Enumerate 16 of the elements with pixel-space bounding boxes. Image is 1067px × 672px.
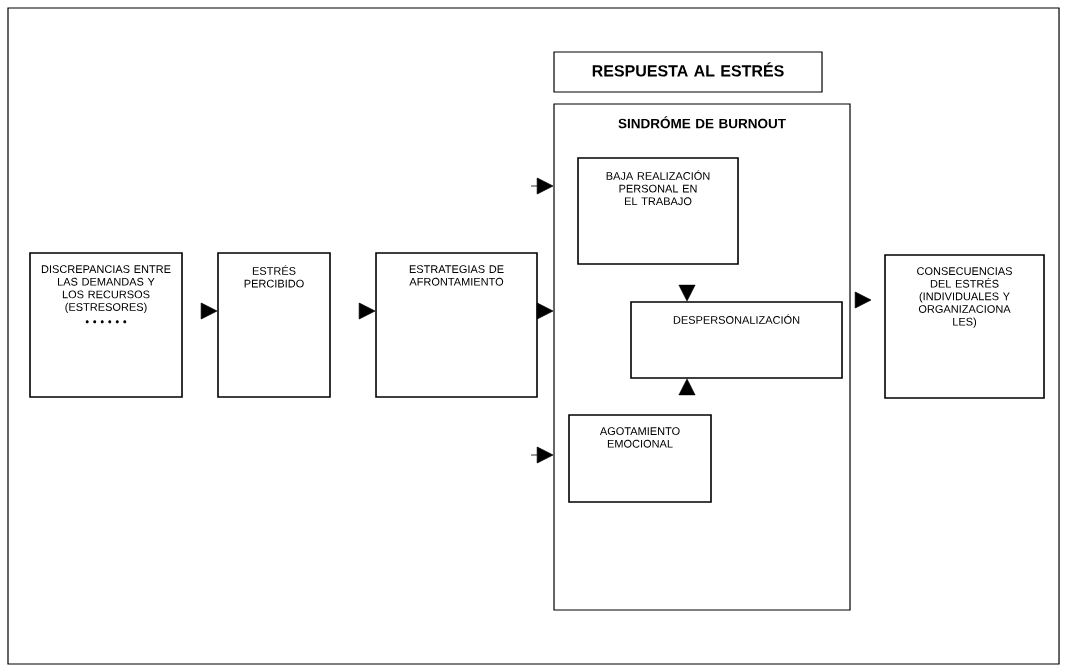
title-box: RESPUESTA AL ESTRÉS (553, 51, 823, 93)
process-box: ESTRATEGIAS DE AFRONTAMIENTO (375, 252, 538, 398)
arrow (358, 302, 376, 320)
arrow (678, 378, 696, 396)
arrow (536, 302, 554, 320)
arrow (854, 291, 872, 309)
arrow (678, 284, 696, 302)
process-box: BAJA REALIZACIÓN PERSONAL EN EL TRABAJO (577, 157, 739, 265)
process-box: CONSECUENCIAS DEL ESTRÉS (INDIVIDUALES Y ORGANIZACIONA LES) (884, 254, 1045, 399)
arrow (200, 302, 218, 320)
process-box: AGOTAMIENTO EMOCIONAL (568, 414, 712, 503)
arrow (530, 446, 554, 464)
process-box: DISCREPANCIAS ENTRE LAS DEMANDAS Y LOS RECURSOS (ESTRESORES) • • • • • • (29, 252, 183, 398)
process-box: DESPERSONALIZACIÓN (630, 301, 843, 379)
process-box: ESTRÉS PERCIBIDO (217, 252, 331, 398)
arrow (530, 177, 554, 195)
